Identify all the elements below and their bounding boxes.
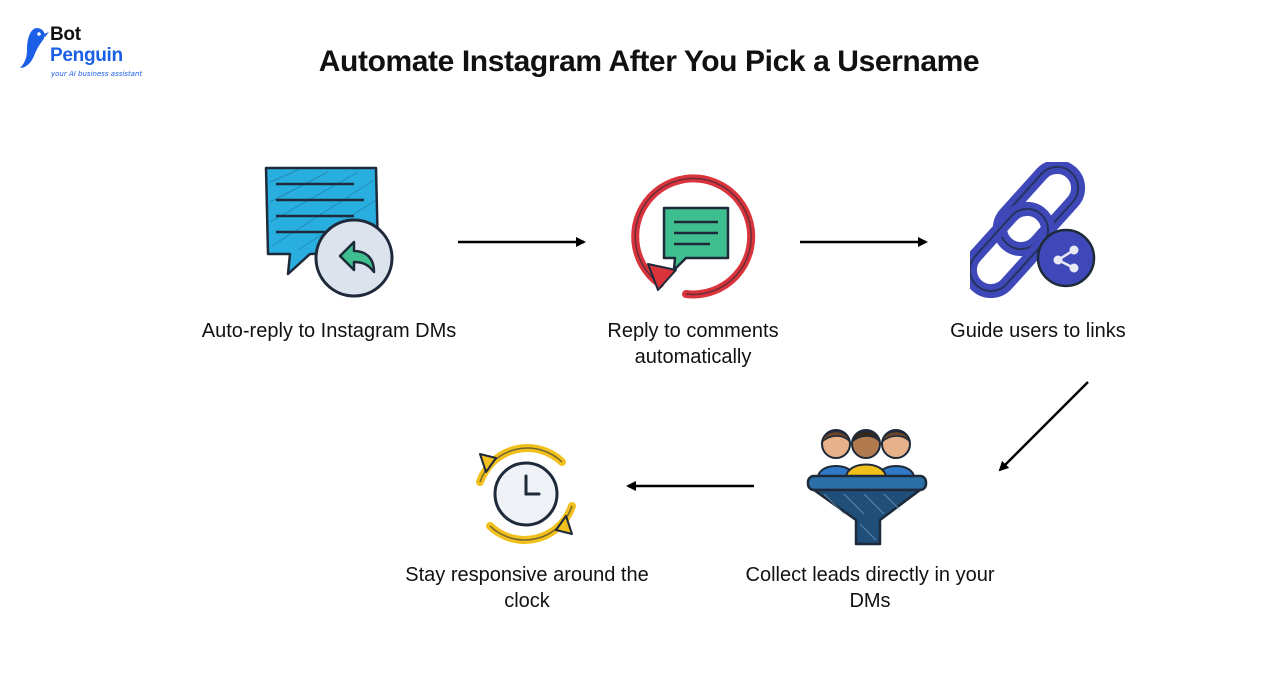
brand-tagline: your AI business assistant (51, 70, 143, 78)
brand-word-bot: Bot (50, 24, 81, 45)
penguin-icon (20, 28, 49, 68)
step-label-stay-responsive: Stay responsive around the clock (405, 564, 649, 612)
step-label-collect-leads: Collect leads directly in your DMs (745, 564, 995, 612)
arrow-step3-to-step4 (998, 381, 1089, 472)
step-label-guide-links: Guide users to links (950, 320, 1126, 342)
clock-cycle-icon (476, 444, 576, 544)
lead-funnel-icon (806, 429, 928, 546)
link-share-icon (970, 162, 1096, 298)
reply-message-icon (264, 166, 394, 298)
step-label-auto-reply: Auto-reply to Instagram DMs (201, 320, 457, 342)
page-title: Automate Instagram After You Pick a User… (318, 45, 980, 78)
comment-reply-icon (631, 174, 756, 299)
brand-word-penguin: Penguin (50, 45, 123, 66)
step-label-reply-comments: Reply to comments automatically (607, 320, 779, 368)
brand-logo: Bot Penguin your AI business assistant (18, 24, 148, 82)
